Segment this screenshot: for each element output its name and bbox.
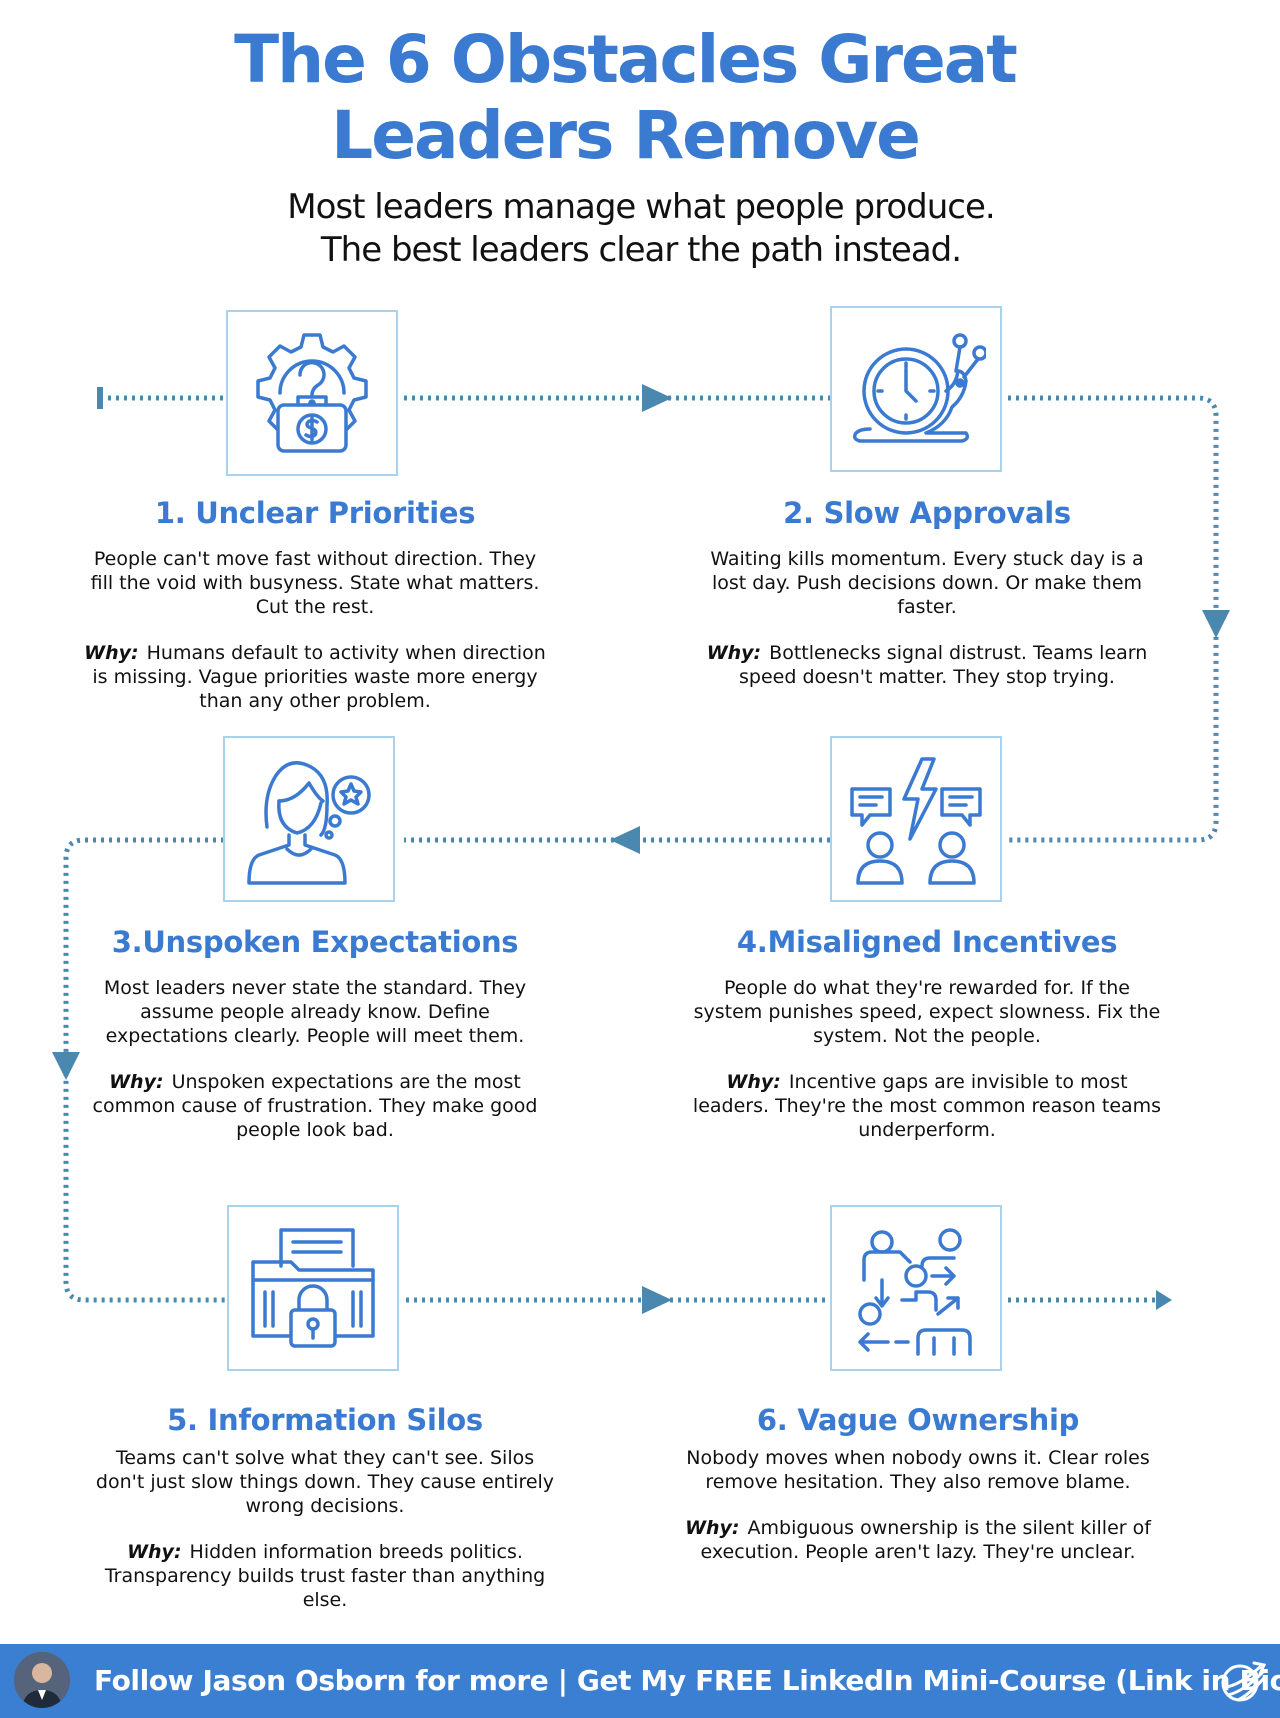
flow-start-cap	[97, 387, 103, 409]
obstacle-heading: 6. Vague Ownership	[756, 1403, 1080, 1437]
obstacle-heading: 5. Information Silos	[167, 1403, 483, 1437]
icon-box-6	[830, 1205, 1002, 1371]
obstacle-why: Why:Ambiguous ownership is the silent ki…	[683, 1516, 1153, 1564]
page-subtitle: Most leaders manage what people produce.…	[0, 186, 1280, 272]
brand-logo-icon	[1221, 1661, 1267, 1702]
subtitle-line-2: The best leaders clear the path instead.	[320, 230, 962, 270]
obstacle-card-2: 2. Slow Approvals Waiting kills momentum…	[692, 493, 1162, 689]
title-line-2: Leaders Remove	[331, 97, 921, 174]
clock-snail-icon	[852, 333, 986, 443]
arrow-down-right	[1202, 610, 1230, 638]
obstacle-why: Why:Hidden information breeds politics. …	[90, 1540, 560, 1612]
obstacle-description: People do what they're rewarded for. If …	[693, 977, 1161, 1047]
arrow-left-2	[610, 826, 640, 854]
obstacle-why: Why:Unspoken expectations are the most c…	[80, 1070, 550, 1142]
obstacle-card-4: 4.Misaligned Incentives People do what t…	[692, 922, 1162, 1142]
obstacle-heading: 2. Slow Approvals	[783, 496, 1071, 530]
arrow-down-left	[52, 1052, 80, 1080]
why-text: Incentive gaps are invisible to most lea…	[692, 1071, 1162, 1141]
why-label: Why:	[685, 1517, 740, 1539]
footer-banner: Follow Jason Osborn for more | Get My FR…	[0, 1644, 1280, 1718]
why-text: Hidden information breeds politics. Tran…	[104, 1541, 546, 1611]
why-label: Why:	[84, 642, 139, 664]
obstacle-heading: 4.Misaligned Incentives	[736, 925, 1118, 959]
subtitle-line-1: Most leaders manage what people produce.	[287, 187, 995, 227]
obstacle-card-1: 1. Unclear Priorities People can't move …	[80, 493, 550, 713]
why-label: Why:	[127, 1541, 182, 1563]
why-label: Why:	[109, 1071, 164, 1093]
arrow-right-1	[642, 384, 672, 412]
why-label: Why:	[706, 642, 762, 664]
icon-box-3	[223, 736, 395, 902]
obstacle-description: Most leaders never state the standard. T…	[103, 977, 527, 1047]
why-label: Why:	[726, 1071, 781, 1093]
icon-box-1	[226, 310, 398, 476]
gear-briefcase-icon	[256, 333, 368, 453]
obstacle-description: Nobody moves when nobody owns it. Clear …	[686, 1447, 1150, 1493]
obstacle-heading: 3.Unspoken Expectations	[111, 925, 519, 959]
conflict-people-icon	[850, 757, 982, 885]
obstacle-why: Why:Incentive gaps are invisible to most…	[692, 1070, 1162, 1142]
why-text: Humans default to activity when directio…	[92, 642, 546, 712]
icon-box-5	[227, 1205, 399, 1371]
avatar	[14, 1652, 70, 1708]
obstacle-card-5: 5. Information Silos Teams can't solve w…	[90, 1400, 560, 1612]
arrow-right-3	[642, 1286, 672, 1314]
page-title: The 6 Obstacles Great Leaders Remove	[0, 22, 1250, 174]
obstacle-description: People can't move fast without direction…	[90, 548, 540, 618]
footer-text[interactable]: Follow Jason Osborn for more | Get My FR…	[94, 1664, 1280, 1697]
flow-end-arrow	[1156, 1290, 1172, 1310]
locked-folder-icon	[251, 1228, 375, 1348]
title-line-1: The 6 Obstacles Great	[234, 21, 1018, 98]
why-text: Bottlenecks signal distrust. Teams learn…	[739, 642, 1148, 688]
obstacle-heading: 1. Unclear Priorities	[154, 496, 476, 530]
obstacle-why: Why:Bottlenecks signal distrust. Teams l…	[692, 641, 1162, 689]
woman-thought-bubble-icon	[247, 761, 371, 885]
obstacle-why: Why:Humans default to activity when dire…	[80, 641, 550, 713]
obstacle-card-6: 6. Vague Ownership Nobody moves when nob…	[683, 1400, 1153, 1564]
obstacle-description: Waiting kills momentum. Every stuck day …	[710, 548, 1144, 618]
why-text: Unspoken expectations are the most commo…	[92, 1071, 538, 1141]
icon-box-2	[830, 306, 1002, 472]
obstacle-card-3: 3.Unspoken Expectations Most leaders nev…	[80, 922, 550, 1142]
obstacle-description: Teams can't solve what they can't see. S…	[95, 1447, 555, 1517]
team-roles-icon	[858, 1228, 972, 1356]
icon-box-4	[830, 736, 1002, 902]
why-text: Ambiguous ownership is the silent killer…	[700, 1517, 1151, 1563]
